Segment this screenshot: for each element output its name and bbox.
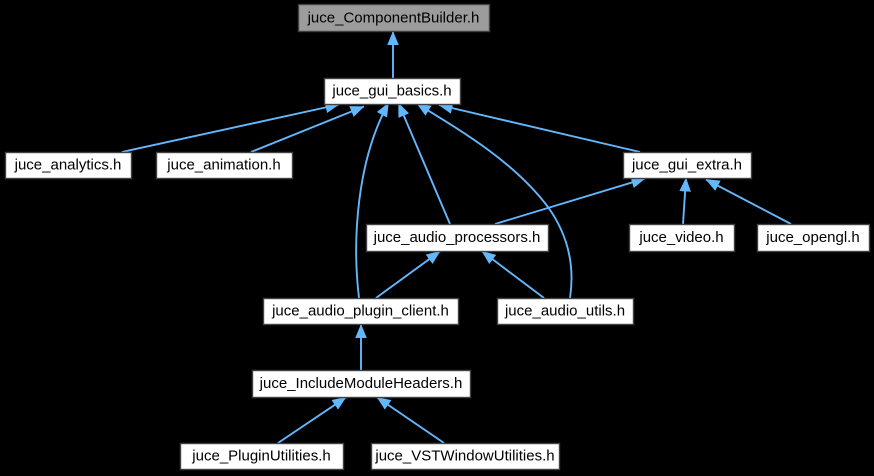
svg-text:juce_gui_basics.h: juce_gui_basics.h xyxy=(331,83,451,100)
svg-text:juce_PluginUtilities.h: juce_PluginUtilities.h xyxy=(191,448,330,465)
svg-text:juce_video.h: juce_video.h xyxy=(638,229,723,246)
svg-text:juce_gui_extra.h: juce_gui_extra.h xyxy=(631,157,742,174)
svg-text:juce_animation.h: juce_animation.h xyxy=(166,157,280,174)
svg-text:juce_opengl.h: juce_opengl.h xyxy=(765,229,859,246)
svg-text:juce_ComponentBuilder.h: juce_ComponentBuilder.h xyxy=(307,10,480,27)
svg-text:juce_IncludeModuleHeaders.h: juce_IncludeModuleHeaders.h xyxy=(259,375,463,392)
svg-text:juce_audio_processors.h: juce_audio_processors.h xyxy=(373,229,541,246)
svg-text:juce_VSTWindowUtilities.h: juce_VSTWindowUtilities.h xyxy=(374,448,554,465)
svg-text:juce_audio_plugin_client.h: juce_audio_plugin_client.h xyxy=(271,303,449,320)
svg-text:juce_audio_utils.h: juce_audio_utils.h xyxy=(504,303,625,320)
svg-text:juce_analytics.h: juce_analytics.h xyxy=(14,157,122,174)
